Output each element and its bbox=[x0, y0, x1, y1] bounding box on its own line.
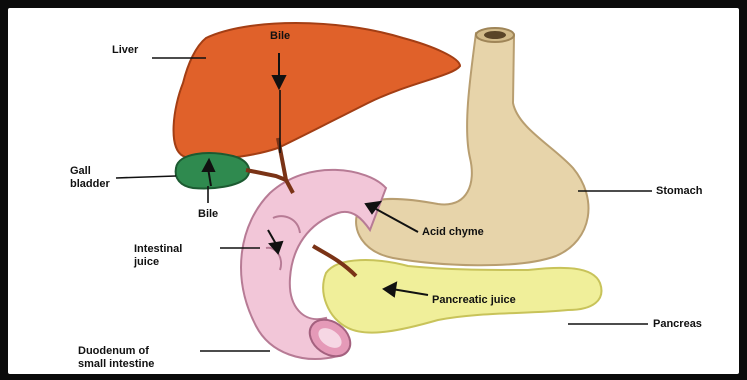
liver-shape bbox=[174, 23, 460, 159]
label-pancreatic-juice: Pancreatic juice bbox=[432, 294, 516, 307]
label-gall-bladder-line2: bladder bbox=[70, 178, 110, 191]
label-bile-top: Bile bbox=[270, 30, 290, 43]
label-intestinal-juice: Intestinal juice bbox=[134, 243, 182, 269]
label-gall-bladder: Gall bladder bbox=[70, 165, 110, 191]
label-duodenum: Duodenum of small intestine bbox=[78, 345, 154, 371]
label-duodenum-line2: small intestine bbox=[78, 358, 154, 371]
label-intestinal-juice-line1: Intestinal bbox=[134, 243, 182, 256]
label-bile-bottom: Bile bbox=[198, 208, 218, 221]
label-gall-bladder-line1: Gall bbox=[70, 165, 110, 178]
label-acid-chyme: Acid chyme bbox=[422, 226, 484, 239]
label-pancreas: Pancreas bbox=[653, 318, 702, 331]
label-liver: Liver bbox=[112, 44, 138, 57]
label-stomach: Stomach bbox=[656, 185, 702, 198]
label-intestinal-juice-line2: juice bbox=[134, 256, 182, 269]
diagram-frame: Liver Bile Gall bladder Bile Intestinal … bbox=[8, 8, 739, 374]
digestive-organs-illustration bbox=[8, 8, 739, 374]
label-duodenum-line1: Duodenum of bbox=[78, 345, 154, 358]
